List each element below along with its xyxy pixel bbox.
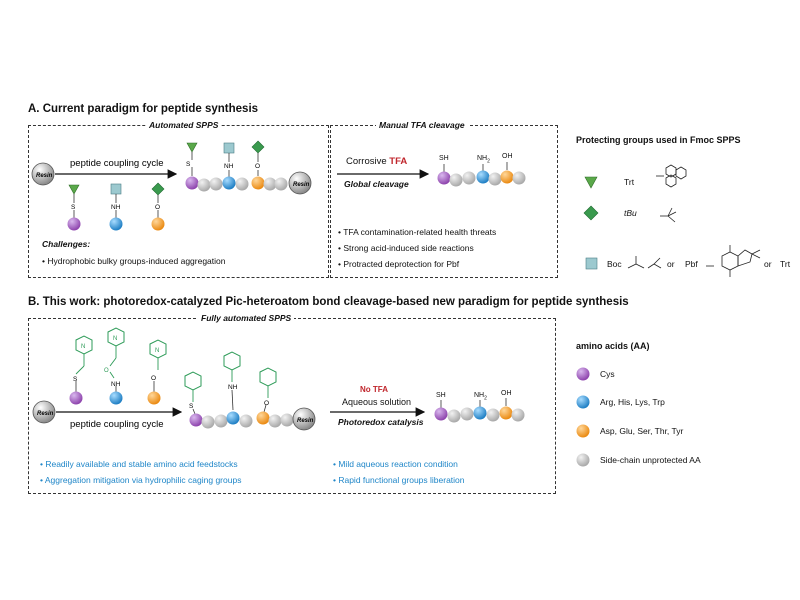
resin-a — [31, 162, 55, 186]
s-label-b1: S — [73, 376, 78, 383]
protected-peptide-chain-a — [185, 140, 312, 195]
tbu-symbol — [583, 205, 599, 221]
fully-automated-label: Fully automated SPPS — [198, 314, 295, 323]
corrosive-tfa-label: Corrosive TFA — [346, 157, 407, 167]
boc-structure — [627, 256, 662, 269]
nh2-text-b: NH — [474, 392, 485, 399]
boc-symbol — [585, 257, 598, 270]
trt-symbol — [584, 176, 598, 189]
nh-label-a2: NH — [224, 163, 234, 170]
pic-cys-b — [69, 335, 93, 405]
sh-label-a: SH — [439, 155, 449, 162]
o-label-a2: O — [255, 163, 260, 170]
sh-label-b: SH — [436, 392, 446, 399]
o-label-b1: O — [104, 368, 109, 374]
nh2-sub-a: 2 — [487, 158, 490, 165]
n-label-b2: N — [113, 336, 117, 342]
nh2-label-b: NH2 — [474, 392, 487, 401]
trt-structure — [656, 164, 687, 188]
legend-item-unprotected: Side-chain unprotected AA — [600, 455, 701, 465]
aqueous-label: Aqueous solution — [342, 397, 412, 407]
caged-peptide-chain-b — [184, 351, 316, 431]
challenges-title: Challenges: — [42, 239, 91, 249]
tbu-label: tBu — [624, 208, 637, 218]
free-peptide-b — [434, 398, 525, 423]
s-label-a2: S — [186, 161, 191, 168]
resin-b-label: Resin — [37, 411, 54, 417]
challenge-text-1: Hydrophobic bulky groups-induced aggrega… — [47, 256, 226, 266]
legend-unprotected-sphere — [576, 453, 590, 467]
or-label-2: or — [764, 259, 772, 269]
trt-label: Trt — [624, 177, 635, 187]
legend-cys-sphere — [576, 367, 590, 381]
o-label-b3: O — [264, 400, 269, 407]
nh-label-b1: NH — [111, 381, 121, 388]
manual-point-2: • Strong acid-induced side reactions — [338, 243, 474, 253]
o-label-a1: O — [155, 204, 160, 211]
tfa-text: TFA — [389, 156, 408, 167]
protected-ser-a — [151, 182, 165, 231]
manual-tfa-label: Manual TFA cleavage — [376, 121, 468, 130]
o-label-b2: O — [151, 375, 156, 382]
automated-spps-label: Automated SPPS — [146, 121, 222, 130]
resin-b2-label: Resin — [297, 418, 314, 424]
legend-arg-sphere — [576, 395, 590, 409]
legend-item-arg: Arg, His, Lys, Trp — [600, 397, 665, 407]
bullet-left-text-1: Readily available and stable amino acid … — [45, 459, 238, 469]
tbu-structure — [660, 207, 677, 223]
trt2-label: Trt — [780, 259, 791, 269]
coupling-label-b: peptide coupling cycle — [70, 419, 163, 430]
pic-ser-b — [147, 339, 167, 405]
protected-cys-a — [67, 184, 81, 231]
corrosive-text: Corrosive — [346, 156, 387, 167]
coupling-label-a: peptide coupling cycle — [70, 158, 163, 169]
challenge-item-1: • Hydrophobic bulky groups-induced aggre… — [42, 256, 226, 266]
resin-b — [32, 400, 56, 424]
no-tfa-label: No TFA — [360, 385, 388, 394]
section-b-title: B. This work: photoredox-catalyzed Pic-h… — [28, 296, 629, 308]
bullet-right-text-2: Rapid functional groups liberation — [338, 475, 465, 485]
legend-title: amino acids (AA) — [576, 341, 650, 351]
section-a-title: A. Current paradigm for peptide synthesi… — [28, 103, 259, 115]
oh-label-b: OH — [501, 390, 512, 397]
or-label-1: or — [667, 259, 675, 269]
manual-point-1: • TFA contamination-related health threa… — [338, 227, 497, 237]
resin-a-label: Resin — [36, 173, 53, 179]
n-label-b1: N — [81, 344, 85, 350]
bullet-right-1: • Mild aqueous reaction condition — [333, 459, 458, 469]
pic-arg-b — [107, 327, 125, 405]
oh-label-a: OH — [502, 153, 513, 160]
n-label-b3: N — [155, 348, 159, 354]
global-cleavage-label: Global cleavage — [344, 179, 409, 189]
manual-point-text-3: Protracted deprotection for Pbf — [343, 259, 460, 269]
nh2-text-a: NH — [477, 155, 488, 162]
nh2-sub-b: 2 — [484, 395, 487, 402]
pbf-structure — [706, 245, 761, 277]
resin-a2-label: Resin — [293, 182, 310, 188]
manual-point-text-2: Strong acid-induced side reactions — [343, 243, 474, 253]
bullet-right-text-1: Mild aqueous reaction condition — [338, 459, 458, 469]
protected-arg-a — [109, 183, 123, 231]
bullet-left-2: • Aggregation mitigation via hydrophilic… — [40, 475, 242, 485]
legend-item-cys: Cys — [600, 369, 615, 379]
nh-label-a1: NH — [111, 204, 121, 211]
bullet-left-text-2: Aggregation mitigation via hydrophilic c… — [44, 475, 242, 485]
s-label-a1: S — [71, 204, 76, 211]
bullet-left-1: • Readily available and stable amino aci… — [40, 459, 238, 469]
free-peptide-a — [437, 162, 526, 187]
protecting-groups-title: Protecting groups used in Fmoc SPPS — [576, 135, 741, 145]
boc-label: Boc — [607, 259, 622, 269]
nh2-label-a: NH2 — [477, 155, 490, 164]
pbf-label: Pbf — [685, 259, 698, 269]
photoredox-label: Photoredox catalysis — [338, 417, 424, 427]
legend-item-asp: Asp, Glu, Ser, Thr, Tyr — [600, 426, 684, 436]
s-label-b2: S — [189, 403, 194, 410]
bullet-right-2: • Rapid functional groups liberation — [333, 475, 465, 485]
legend-asp-sphere — [576, 424, 590, 438]
manual-point-3: • Protracted deprotection for Pbf — [338, 259, 460, 269]
manual-point-text-1: TFA contamination-related health threats — [343, 227, 497, 237]
nh-label-b2: NH — [228, 384, 238, 391]
